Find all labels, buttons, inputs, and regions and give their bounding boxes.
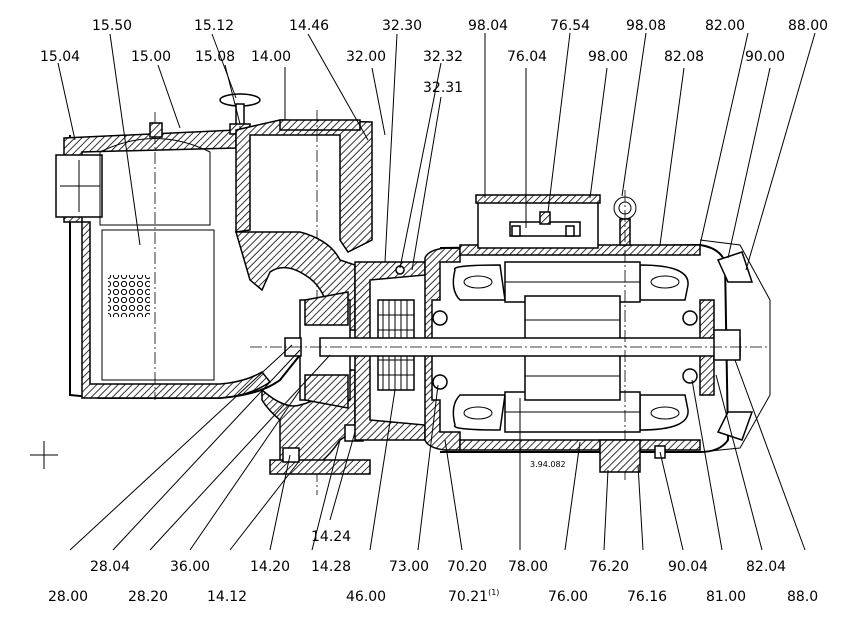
rear-bearing-upper: [682, 310, 698, 326]
label-14-28: 14.28: [311, 559, 351, 575]
label-46-00: 46.00: [346, 589, 386, 605]
drawing-number: 3.94.082: [530, 460, 566, 469]
label-76-16: 76.16: [627, 589, 667, 605]
label-36-00: 36.00: [170, 559, 210, 575]
label-90-04: 90.04: [668, 559, 708, 575]
impeller-lower: [304, 374, 349, 409]
label-98-04: 98.04: [468, 18, 508, 34]
label-82-08: 82.08: [664, 49, 704, 65]
label-78-00: 78.00: [508, 559, 548, 575]
label-81-00: 81.00: [706, 589, 746, 605]
label-70-21-footnote: (1): [488, 588, 499, 597]
label-73-00: 73.00: [389, 559, 429, 575]
label-32-32: 32.32: [423, 49, 463, 65]
label-15-12: 15.12: [194, 18, 234, 34]
label-70-21-number: 70.21: [448, 589, 488, 605]
pump-casing: [235, 110, 373, 495]
label-32-31: 32.31: [423, 80, 463, 96]
front-bearing-upper: [432, 310, 448, 326]
label-32-30: 32.30: [382, 18, 422, 34]
label-15-08: 15.08: [195, 49, 235, 65]
label-88-00-bottom: 88.0: [787, 589, 818, 605]
leader-lines-bottom: [69, 344, 806, 551]
fan-blade-lower: [716, 411, 754, 441]
label-28-04: 28.04: [90, 559, 130, 575]
label-14-46: 14.46: [289, 18, 329, 34]
fan-blade-upper: [716, 251, 754, 283]
label-76-04: 76.04: [507, 49, 547, 65]
front-end-shield: [424, 247, 461, 451]
label-14-00: 14.00: [251, 49, 291, 65]
rear-bearing-lower: [682, 368, 698, 384]
strainer-mesh: [108, 275, 150, 317]
vent-flange: [279, 119, 361, 131]
label-76-20: 76.20: [589, 559, 629, 575]
label-15-04: 15.04: [40, 49, 80, 65]
pump-foot: [269, 459, 371, 475]
label-82-04: 82.04: [746, 559, 786, 575]
label-70-21: 70.21(1): [448, 588, 499, 605]
label-98-00: 98.00: [588, 49, 628, 65]
strainer-body-wall: [81, 221, 272, 399]
label-82-00: 82.00: [705, 18, 745, 34]
label-14-20: 14.20: [250, 559, 290, 575]
reference-crosshair: [30, 441, 58, 469]
motor-foot: [599, 439, 641, 473]
leader-lines: [57, 32, 816, 271]
label-15-50: 15.50: [92, 18, 132, 34]
strainer-housing: [55, 112, 301, 400]
front-bearing-lower: [432, 374, 448, 390]
label-88-00-top: 88.00: [788, 18, 828, 34]
label-70-20: 70.20: [447, 559, 487, 575]
label-14-24: 14.24: [311, 529, 351, 545]
label-28-20: 28.20: [128, 589, 168, 605]
label-90-00: 90.00: [745, 49, 785, 65]
part-labels-top: 15.50 15.12 14.46 32.30 98.04 76.54 98.0…: [40, 18, 828, 96]
label-15-00: 15.00: [131, 49, 171, 65]
shaft-end: [713, 329, 741, 361]
impeller-upper: [304, 291, 349, 326]
label-28-00: 28.00: [48, 589, 88, 605]
label-14-12: 14.12: [207, 589, 247, 605]
motor: [250, 190, 771, 480]
part-labels-bottom: 14.24 28.04 36.00 14.20 14.28 73.00 70.2…: [48, 529, 818, 605]
label-76-00: 76.00: [548, 589, 588, 605]
label-98-08: 98.08: [626, 18, 666, 34]
label-76-54: 76.54: [550, 18, 590, 34]
label-32-00: 32.00: [346, 49, 386, 65]
